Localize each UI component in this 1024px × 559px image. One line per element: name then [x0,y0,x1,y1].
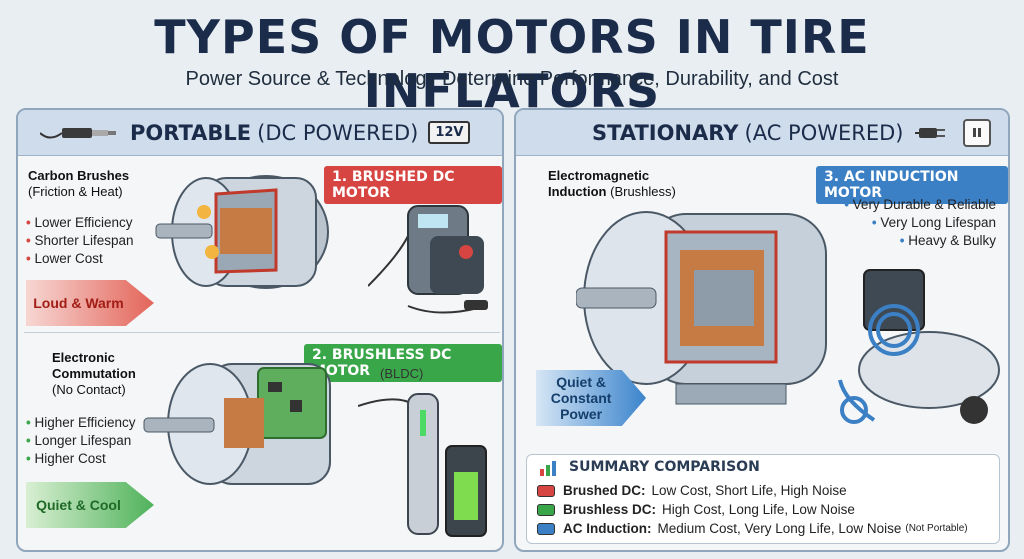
loud-warm-arrow: Loud & Warm [26,280,154,326]
carbon-brushes-label: Carbon Brushes (Friction & Heat) [28,168,129,200]
electronic-commutation-title-2: Commutation [52,366,136,381]
summary-value: Low Cost, Short Life, High Noise [651,483,847,498]
brushless-bullet: Higher Efficiency [26,414,135,432]
quiet-cool-arrow: Quiet & Cool [26,482,154,528]
electromagnetic-induction-label: Electromagnetic Induction (Brushless) [548,168,676,200]
summary-comparison-box: SUMMARY COMPARISON Brushed DC: Low Cost,… [526,454,1000,544]
summary-row-induction: AC Induction: Medium Cost, Very Long Lif… [537,521,968,536]
portable-header-title: PORTABLE [130,120,252,145]
brushed-bullet: Shorter Lifespan [26,232,133,250]
brushless-bullets: Higher Efficiency Longer Lifespan Higher… [26,414,136,468]
quiet-constant-power-text: Quiet & Constant Power [550,374,612,422]
wall-outlet-icon [963,118,992,147]
electromagnetic-title-2: Induction [548,184,607,199]
induction-bullets: Very Durable & Reliable Very Long Lifesp… [816,196,996,250]
brushless-mini-motor-icon [537,503,555,516]
stationary-panel-header: STATIONARY (AC POWERED) [516,110,1008,156]
summary-key: AC Induction: [563,521,652,536]
induction-bullet: Very Durable & Reliable [816,196,996,214]
summary-row-brushless: Brushless DC: High Cost, Long Life, Low … [537,502,855,517]
summary-note: (Not Portable) [905,523,968,534]
induction-mini-motor-icon [537,522,555,535]
brushless-dc-motor-tag: 2. BRUSHLESS DC MOTOR [304,344,502,382]
summary-title: SUMMARY COMPARISON [569,459,760,475]
loud-warm-text: Loud & Warm [33,295,124,311]
car-plug-icon [40,127,116,138]
ac-induction-motor-illustration [576,211,827,405]
brushed-mini-motor-icon [537,484,555,497]
section-divider [24,332,500,333]
portable-panel: PORTABLE (DC POWERED) 12V Carbon Brushes… [16,108,504,552]
electromagnetic-title-1: Electromagnetic [548,168,650,183]
carbon-brushes-title: Carbon Brushes [28,168,130,183]
summary-value: Medium Cost, Very Long Life, Low Noise [657,521,902,536]
page-subtitle: Power Source & Technology Determine Perf… [185,68,839,90]
quiet-cool-text: Quiet & Cool [36,497,121,513]
electromagnetic-sub: (Brushless) [610,184,676,199]
brushed-motor-illustration [155,175,329,289]
portable-panel-header: PORTABLE (DC POWERED) 12V [18,110,502,156]
stationary-panel: STATIONARY (AC POWERED) Electromagnetic … [514,108,1010,552]
battery-pack-illustration [358,393,487,537]
brushless-bullet: Longer Lifespan [26,432,136,450]
stationary-header-title: STATIONARY [592,120,739,145]
brushed-bullet: Lower Cost [26,250,134,268]
quiet-constant-power-arrow: Quiet & Constant Power [536,370,646,426]
portable-inflator-illustration [368,205,488,314]
portable-header-subtitle: (DC POWERED) [257,120,419,145]
summary-key: Brushed DC: [563,483,646,498]
brushed-dc-motor-tag: 1. BRUSHED DC MOTOR [324,166,502,204]
battery-icon: 12V [428,121,471,144]
electronic-commutation-title-1: Electronic [52,350,115,365]
page-title: TYPES OF MOTORS IN TIRE INFLATORS [154,10,870,118]
carbon-brushes-sub: (Friction & Heat) [28,184,123,199]
brushed-bullets: Lower Efficiency Shorter Lifespan Lower … [26,214,134,268]
bar-chart-icon [540,461,556,476]
stationary-header-subtitle: (AC POWERED) [744,120,904,145]
air-compressor-illustration [838,269,1000,424]
induction-bullet: Very Long Lifespan [816,214,996,232]
brushed-bullet: Lower Efficiency [26,214,134,232]
electronic-commutation-sub: (No Contact) [52,382,126,397]
summary-row-brushed: Brushed DC: Low Cost, Short Life, High N… [537,483,847,498]
summary-value: High Cost, Long Life, Low Noise [662,502,855,517]
ac-plug-icon [915,127,946,138]
brushless-motor-illustration [143,363,331,485]
induction-bullet: Heavy & Bulky [816,232,996,250]
summary-key: Brushless DC: [563,502,657,517]
bldc-subtag: (BLDC) [380,366,424,381]
brushless-bullet: Higher Cost [26,450,136,468]
electronic-commutation-label: Electronic Commutation (No Contact) [52,350,136,398]
